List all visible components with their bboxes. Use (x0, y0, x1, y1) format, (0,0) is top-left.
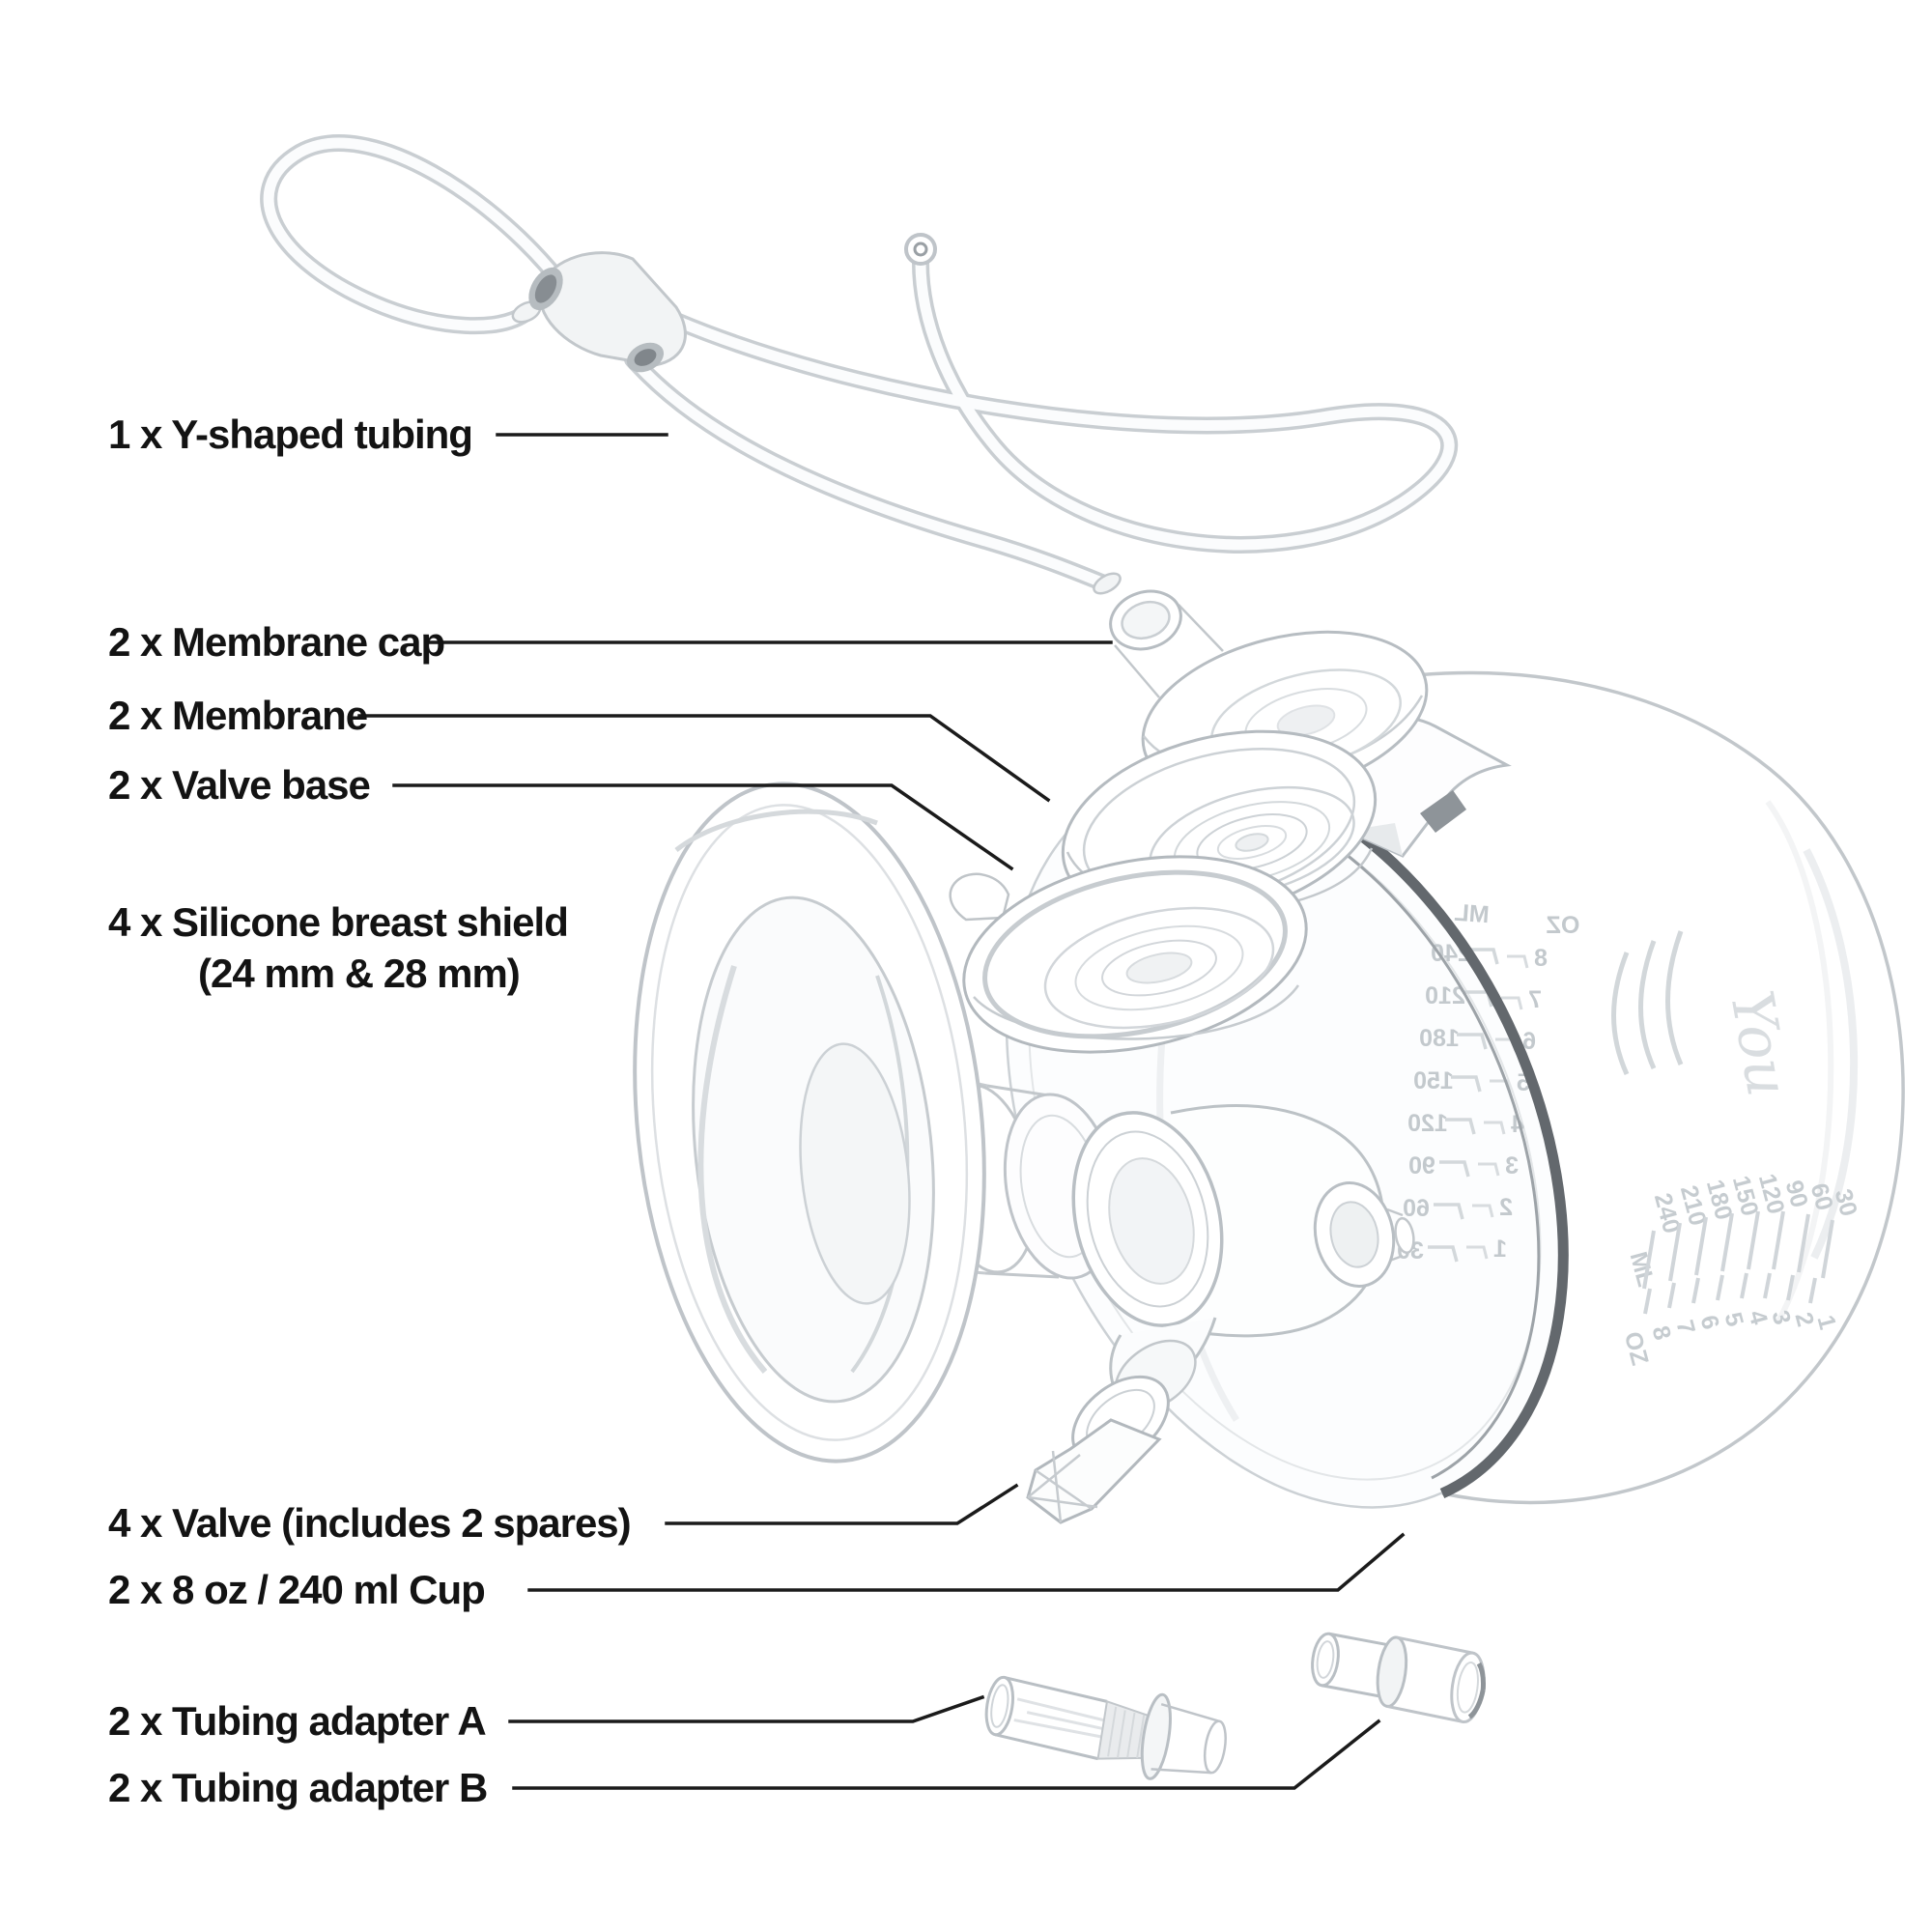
cup-inner-scale: ML 240 210 180 150 120 90 60 30 OZ 8 7 6… (1397, 899, 1579, 1264)
valve-base-illustration (949, 855, 1308, 1054)
label-adapter-b: 2 x Tubing adapter B (108, 1765, 488, 1810)
label-y-tubing: 1 x Y-shaped tubing (108, 412, 473, 457)
cup-inner-ml: 180 (1419, 1025, 1460, 1052)
cup-inner-ml: 120 (1407, 1110, 1448, 1137)
label-breast-shield: 4 x Silicone breast shield (108, 899, 569, 945)
y-tubing-illustration (260, 134, 1459, 595)
cup-inner-oz: 3 (1505, 1152, 1519, 1179)
cup-inner-ml: 90 (1408, 1152, 1435, 1179)
label-adapter-a: 2 x Tubing adapter A (108, 1698, 487, 1744)
cup-vent-arcs (1611, 930, 1684, 1076)
cup-inner-oz: 6 (1522, 1028, 1536, 1055)
tubing-adapter-a-illustration (984, 1675, 1227, 1780)
leader-membrane (357, 714, 1051, 803)
leader-valve (665, 1483, 1019, 1525)
y-connector (528, 251, 687, 373)
cup-inner-oz: 8 (1534, 945, 1548, 972)
cup-inner-ml: 60 (1403, 1195, 1430, 1222)
leader-cup (527, 1532, 1406, 1592)
label-breast-shield-size: (24 mm & 28 mm) (198, 951, 521, 996)
valve-illustration (1026, 1375, 1170, 1524)
cup-inner-oz-unit: OZ (1547, 912, 1580, 939)
cup-inner-ml-unit: ML (1454, 899, 1491, 928)
label-membrane: 2 x Membrane (108, 693, 368, 738)
cup-inner-ml: 210 (1425, 982, 1465, 1009)
leader-adapter-a (508, 1694, 985, 1723)
tubing-adapter-b-illustration (1311, 1632, 1486, 1724)
label-membrane-cap: 2 x Membrane cap (108, 619, 445, 665)
cup-inner-oz: 7 (1528, 986, 1542, 1013)
cup-inner-oz: 2 (1499, 1194, 1513, 1221)
label-cup: 2 x 8 oz / 240 ml Cup (108, 1567, 486, 1612)
leader-adapter-b (512, 1719, 1381, 1790)
label-valve: 4 x Valve (includes 2 spares) (108, 1500, 632, 1546)
cup-inner-oz: 1 (1493, 1236, 1507, 1263)
cup-outer-scale: ML 240 210 180 150 120 90 60 30 OZ 8 7 6 (1619, 1171, 1862, 1368)
label-valve-base: 2 x Valve base (108, 762, 371, 808)
leader-valve-base (392, 783, 1014, 871)
cup-inner-ml: 150 (1413, 1067, 1454, 1094)
breast-shield-illustration (633, 781, 1119, 1463)
